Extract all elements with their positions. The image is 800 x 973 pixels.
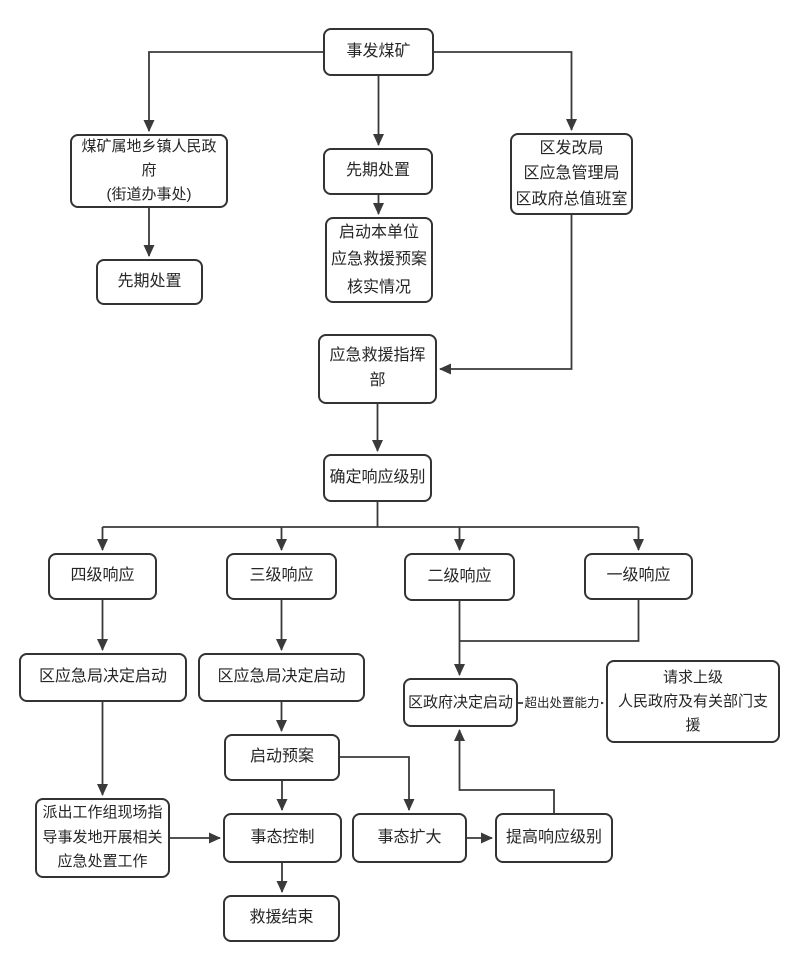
edge-incident-to-township xyxy=(143,51,323,132)
node-level-1-response: 一级响应 xyxy=(584,553,693,600)
node-level-4-response: 四级响应 xyxy=(48,553,157,600)
node-activate-unit-plan: 启动本单位 应急救援预案 核实情况 xyxy=(325,217,433,303)
node-level-2-response: 二级响应 xyxy=(404,553,515,601)
edge-incident-to-district-bureaus xyxy=(434,51,577,131)
node-rescue-end: 救援结束 xyxy=(223,895,340,942)
node-situation-control: 事态控制 xyxy=(223,813,342,863)
node-initial-disposal-left: 先期处置 xyxy=(96,259,203,305)
node-determine-response-level: 确定响应级别 xyxy=(323,454,432,502)
edge-district-bureaus-to-hq xyxy=(439,215,573,375)
node-request-superior-support: 请求上级 人民政府及有关部门支援 xyxy=(606,660,780,743)
node-raise-response-level: 提高响应级别 xyxy=(495,813,613,863)
node-rescue-command-hq: 应急救援指挥部 xyxy=(318,334,437,404)
node-dispatch-work-group: 派出工作组现场指 导事发地开展相关 应急处置工作 xyxy=(35,798,170,878)
node-township-government: 煤矿属地乡镇人民政府 (街道办事处) xyxy=(70,134,228,208)
node-gov-decides: 区政府决定启动 xyxy=(403,678,518,727)
node-activate-plan: 启动预案 xyxy=(224,734,340,781)
node-incident-mine: 事发煤矿 xyxy=(323,28,434,76)
edge-level1-merge xyxy=(459,600,640,642)
node-initial-disposal-mid: 先期处置 xyxy=(323,148,433,195)
node-situation-expand: 事态扩大 xyxy=(352,813,467,863)
edge-raise-level-to-gov-decides xyxy=(454,729,555,813)
node-bureau-decides-level3: 区应急局决定启动 xyxy=(198,653,365,702)
node-bureau-decides-level4: 区应急局决定启动 xyxy=(19,653,187,702)
node-level-3-response: 三级响应 xyxy=(226,553,337,600)
node-district-bureaus: 区发改局 区应急管理局 区政府总值班室 xyxy=(510,133,633,215)
edge-activate-plan-to-expand xyxy=(340,756,415,811)
edge-label-exceed-capacity: 超出处置能力 xyxy=(523,695,601,711)
